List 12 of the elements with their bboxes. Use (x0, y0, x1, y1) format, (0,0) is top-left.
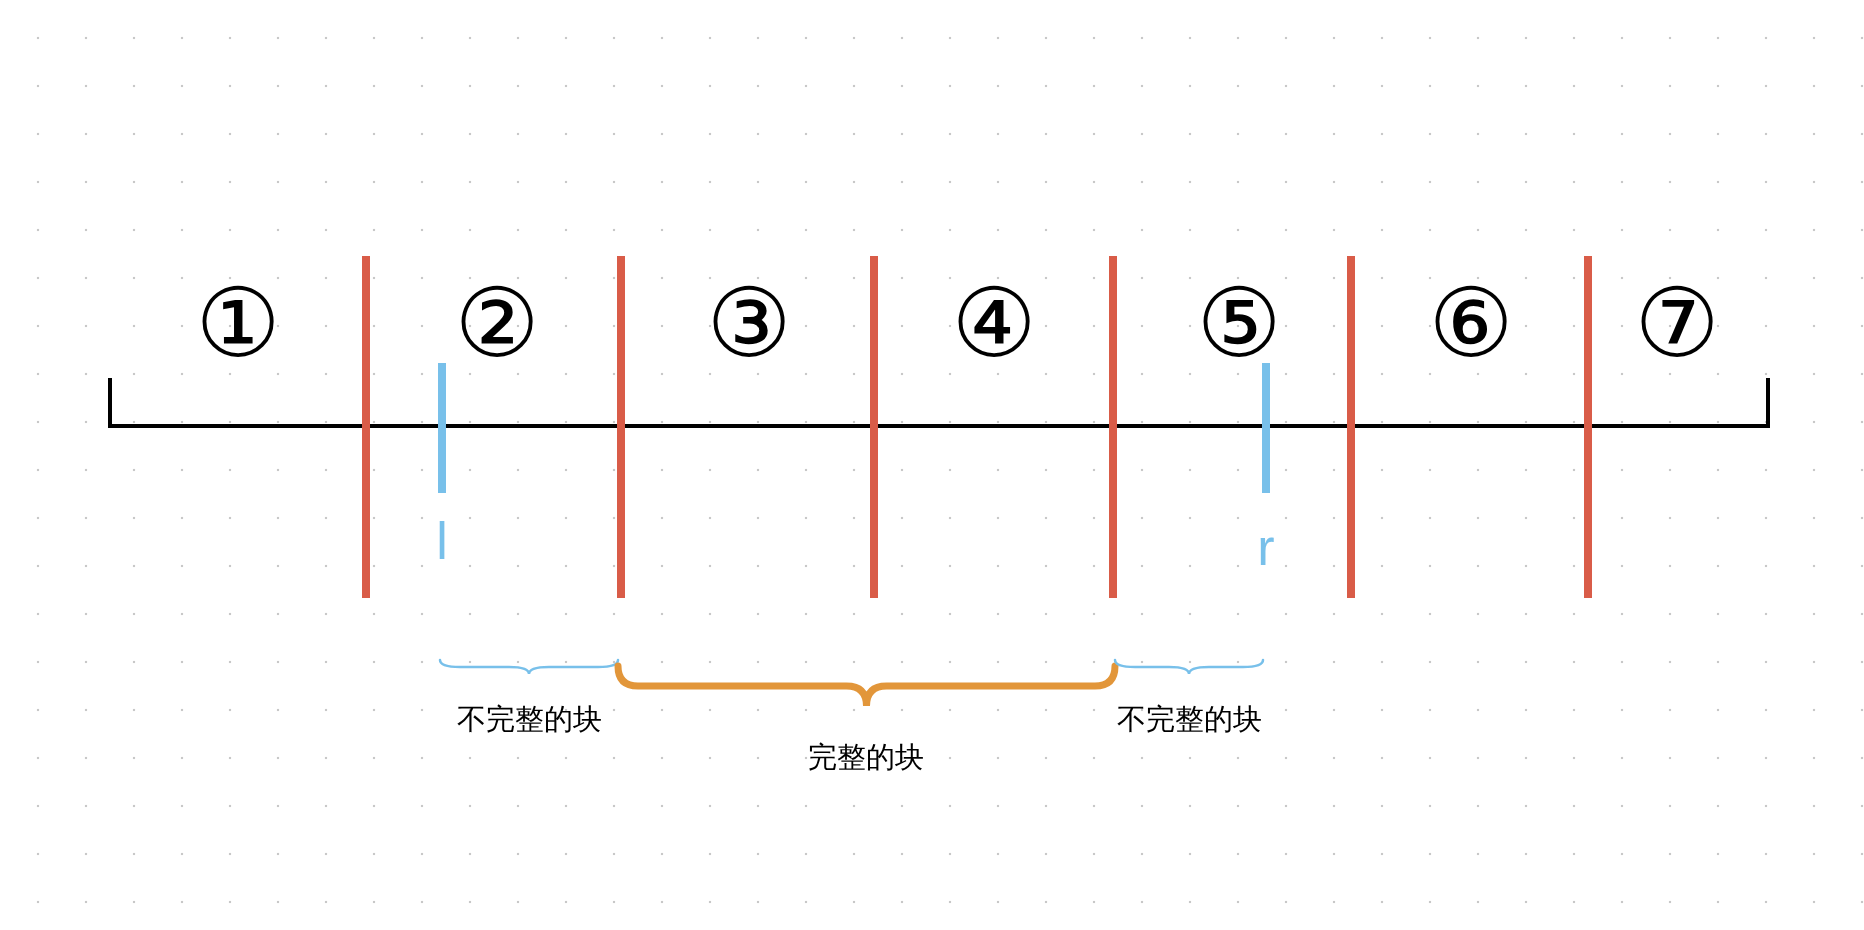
pointer-label: r (1257, 521, 1275, 573)
brace-label: 不完整的块 (456, 704, 602, 734)
brace-label: 不完整的块 (1116, 704, 1262, 734)
pointer-label: l (436, 515, 448, 567)
brace-label: 完整的块 (808, 742, 924, 772)
segment-number: ⑥ (1428, 275, 1514, 371)
segment-number: ④ (951, 275, 1037, 371)
segment-number: ⑤ (1196, 275, 1282, 371)
segment-number: ① (195, 275, 281, 371)
segment-number: ② (454, 275, 540, 371)
segment-number: ⑦ (1634, 275, 1720, 371)
segment-number: ③ (706, 275, 792, 371)
